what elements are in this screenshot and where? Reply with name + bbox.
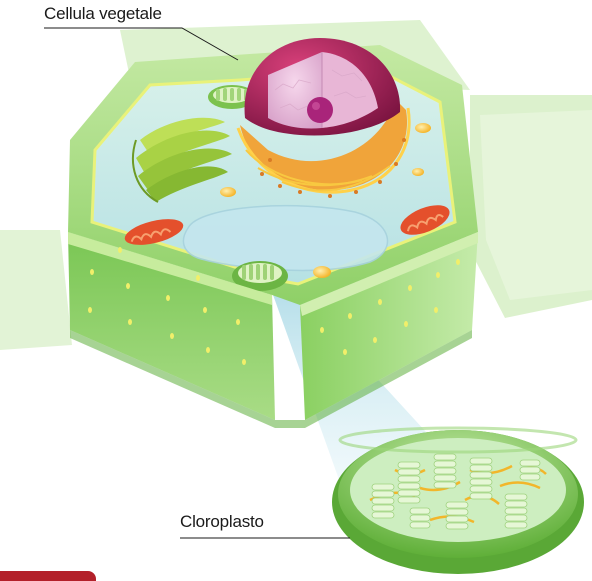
label-cloroplasto: Cloroplasto [180,512,264,532]
label-cellula-vegetale: Cellula vegetale [44,4,162,24]
vacuole [183,206,387,271]
nucleolus [307,97,333,123]
neighbor-cell-left [0,230,72,350]
corner-tab [0,571,96,581]
